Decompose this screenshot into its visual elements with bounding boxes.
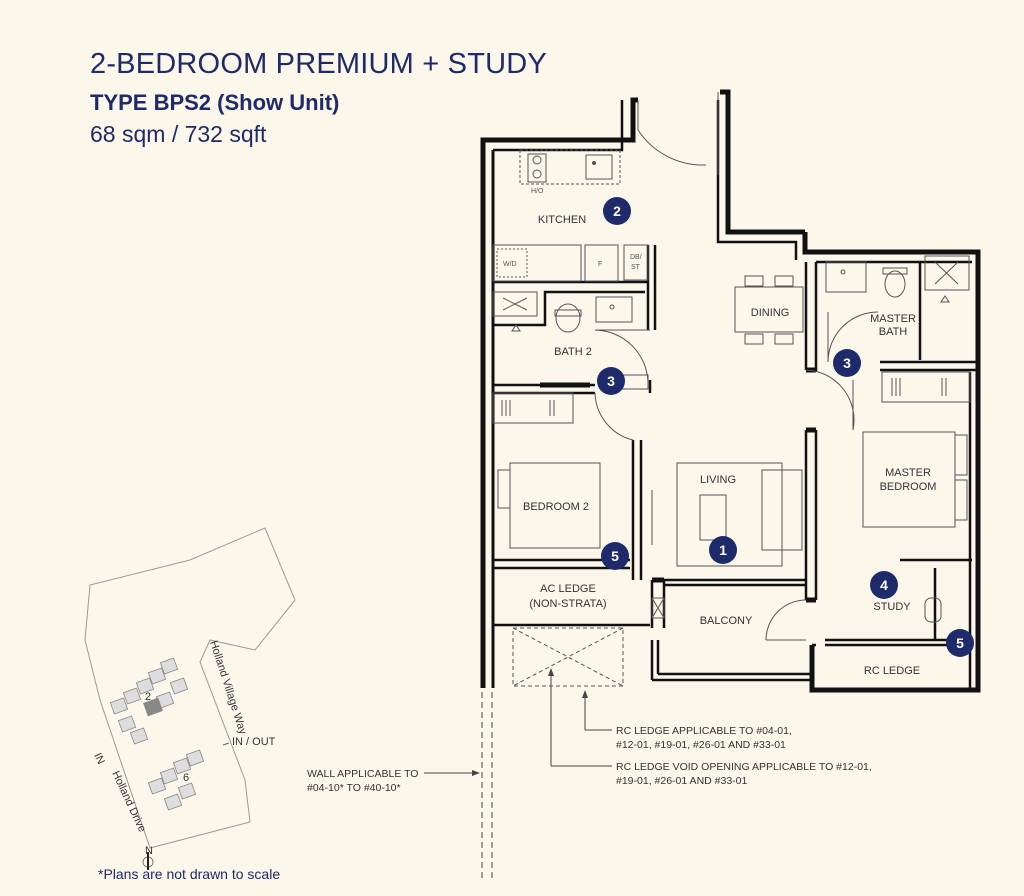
road-holland-drive: Holland Drive [109, 769, 148, 834]
db-label-2: ST [631, 264, 641, 271]
site-block-2: 2 [145, 691, 151, 703]
note-void-1: RC LEDGE VOID OPENING APPLICABLE TO #12-… [616, 761, 872, 773]
fridge-label: F [598, 261, 602, 268]
site-in-out: IN / OUT [232, 736, 276, 748]
bedroom2-label: BEDROOM 2 [523, 501, 589, 513]
callout-arrows [472, 668, 588, 776]
callouts [424, 670, 612, 880]
ac-ledge-label-1: AC LEDGE [540, 583, 596, 595]
washer-label: W/D [503, 261, 517, 268]
badge-master-bath-door: 3 [833, 349, 861, 377]
doors [594, 92, 879, 641]
badge-kitchen: 2 [603, 197, 631, 225]
master-bedroom-label-1: MASTER [885, 467, 931, 479]
dining-label: DINING [751, 307, 790, 319]
badge-bedroom2-window: 5 [601, 542, 629, 570]
db-label-1: DB/ [630, 254, 642, 261]
north-arrow-icon: N [142, 845, 154, 870]
footnote: *Plans are not drawn to scale [98, 866, 281, 882]
living-label: LIVING [700, 474, 736, 486]
ac-ledge-label-2: (NON-STRATA) [529, 598, 606, 610]
site-block-6: 6 [183, 772, 189, 784]
note-wall-2: #04-10* TO #40-10* [307, 782, 401, 794]
svg-text:1: 1 [719, 542, 727, 558]
note-rc-ledge-1: RC LEDGE APPLICABLE TO #04-01, [616, 725, 792, 737]
bath2-label: BATH 2 [554, 346, 592, 358]
balcony-label: BALCONY [700, 615, 753, 627]
study-label: STUDY [873, 601, 911, 613]
master-bath-label-1: MASTER [870, 313, 916, 325]
badge-study: 4 [870, 571, 898, 599]
svg-text:3: 3 [607, 373, 615, 389]
note-rc-ledge-2: #12-01, #19-01, #26-01 AND #33-01 [616, 739, 786, 751]
svg-text:5: 5 [956, 635, 964, 651]
badge-living: 1 [709, 536, 737, 564]
unit-type-label: TYPE BPS2 (Show Unit) [90, 90, 340, 115]
room-labels: KITCHEN DINING MASTER BATH BATH 2 LIVING… [523, 214, 936, 677]
svg-text:4: 4 [880, 577, 888, 593]
hob-label: H/O [531, 188, 544, 195]
note-void-2: #19-01, #26-01 AND #33-01 [616, 775, 748, 787]
svg-text:5: 5 [611, 548, 619, 564]
site-blocks-north [109, 657, 189, 745]
unit-size: 68 sqm / 732 sqft [90, 121, 267, 147]
road-holland-village-way: Holland Village Way [207, 639, 249, 736]
north-label: N [145, 845, 153, 857]
rc-ledge-label: RC LEDGE [864, 665, 920, 677]
svg-text:3: 3 [843, 355, 851, 371]
master-bath-label-2: BATH [879, 326, 908, 338]
kitchen-label: KITCHEN [538, 214, 586, 226]
site-map: 2 6 Holland Village Way Holland Drive IN… [84, 527, 296, 870]
master-bedroom-label-2: BEDROOM [880, 481, 937, 493]
badge-bath-door: 3 [597, 367, 625, 395]
svg-text:2: 2 [613, 203, 621, 219]
site-blocks-south [147, 749, 205, 811]
site-in: IN [91, 751, 107, 766]
note-wall-1: WALL APPLICABLE TO [307, 768, 418, 780]
badges: 1 2 3 3 4 5 5 [597, 197, 974, 657]
badge-study-window: 5 [946, 629, 974, 657]
fixtures [492, 149, 971, 687]
plan-title: 2-BEDROOM PREMIUM + STUDY [90, 48, 547, 80]
